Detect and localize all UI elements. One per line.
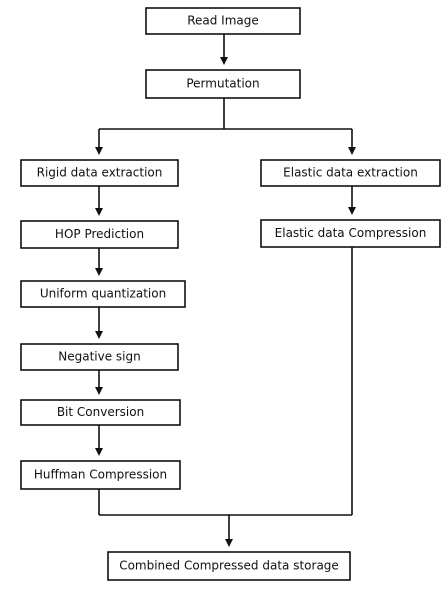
node-read-image: Read Image bbox=[145, 7, 301, 35]
node-bit-conversion: Bit Conversion bbox=[20, 399, 181, 426]
node-hop-prediction-label: HOP Prediction bbox=[55, 227, 144, 241]
node-uniform-quantization-label: Uniform quantization bbox=[40, 287, 166, 301]
node-hop-prediction: HOP Prediction bbox=[20, 220, 179, 249]
node-elastic-data-extraction: Elastic data extraction bbox=[260, 159, 441, 187]
node-negative-sign: Negative sign bbox=[20, 343, 179, 371]
node-elastic-data-compression: Elastic data Compression bbox=[260, 219, 441, 248]
node-permutation-label: Permutation bbox=[186, 77, 259, 91]
node-permutation: Permutation bbox=[145, 69, 301, 99]
node-rigid-data-extraction-label: Rigid data extraction bbox=[37, 166, 163, 180]
node-elastic-data-extraction-label: Elastic data extraction bbox=[283, 166, 418, 180]
node-read-image-label: Read Image bbox=[187, 14, 259, 28]
connectors bbox=[95, 34, 356, 547]
node-elastic-data-compression-label: Elastic data Compression bbox=[275, 226, 427, 240]
node-combined-compressed-data-storage-label: Combined Compressed data storage bbox=[119, 559, 339, 573]
node-uniform-quantization: Uniform quantization bbox=[20, 280, 186, 308]
node-bit-conversion-label: Bit Conversion bbox=[57, 405, 144, 419]
node-negative-sign-label: Negative sign bbox=[58, 350, 140, 364]
node-huffman-compression-label: Huffman Compression bbox=[34, 468, 167, 482]
node-combined-compressed-data-storage: Combined Compressed data storage bbox=[107, 551, 351, 581]
node-huffman-compression: Huffman Compression bbox=[20, 460, 181, 490]
node-rigid-data-extraction: Rigid data extraction bbox=[20, 159, 179, 187]
